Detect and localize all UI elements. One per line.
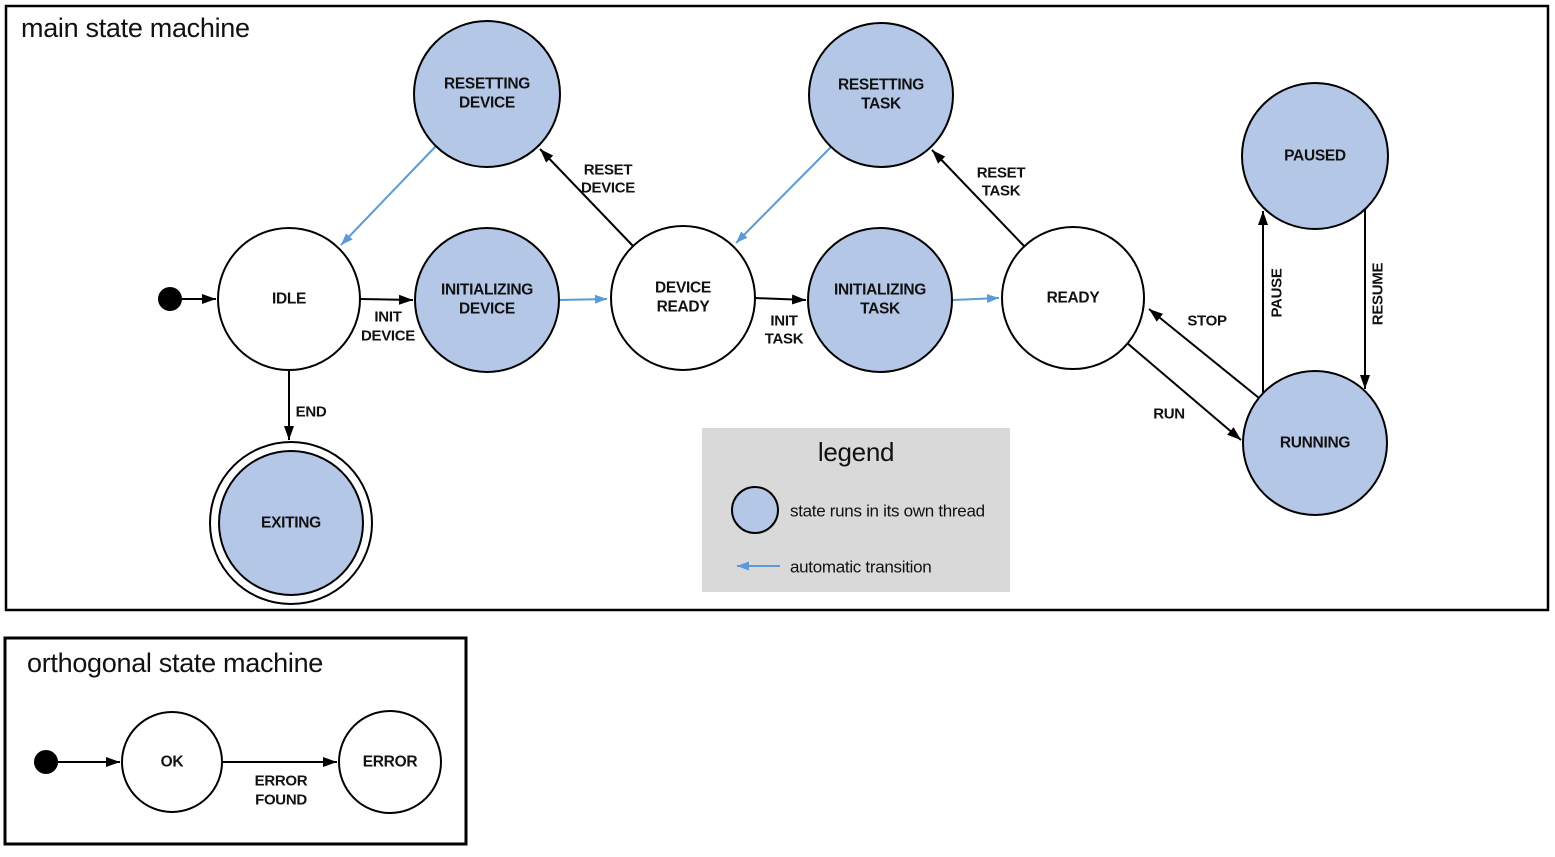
- state-paused-label: PAUSED: [1284, 148, 1346, 165]
- state-running: RUNNING: [1242, 370, 1388, 516]
- main-panel-border: [4, 4, 1550, 612]
- state-paused-circle: [1241, 82, 1389, 230]
- state-resetting-task-label-1: RESETTING: [838, 77, 924, 94]
- edge-label-init-device-2: DEVICE: [361, 328, 415, 345]
- state-ready-label: READY: [1047, 290, 1101, 307]
- edge-label-reset-task-2: TASK: [982, 183, 1021, 200]
- edge-auto-to-idle: [340, 145, 437, 246]
- state-device-ready-label-2: READY: [657, 299, 711, 316]
- edge-init-device: [359, 294, 414, 305]
- initial-state-dot: [158, 287, 182, 311]
- edge-label-run: RUN: [1153, 406, 1185, 423]
- state-ok-label: OK: [161, 754, 185, 771]
- state-initializing-device-label-2: DEVICE: [459, 301, 515, 318]
- edge-auto-to-device-ready-2: [735, 146, 832, 244]
- orthogonal-panel-title: orthogonal state machine: [27, 648, 323, 678]
- main-state-machine-panel: main state machine INIT DEVICE RESET DEV…: [4, 4, 1550, 612]
- state-exiting-label: EXITING: [261, 515, 321, 532]
- state-resetting-device-label-1: RESETTING: [444, 76, 530, 93]
- legend-threaded-state-icon: [731, 486, 779, 534]
- legend: legend state runs in its own thread auto…: [702, 428, 1010, 592]
- state-exiting-circle: [218, 450, 364, 596]
- legend-auto-label: automatic transition: [790, 558, 931, 577]
- edge-auto-to-ready: [952, 294, 1000, 304]
- state-resetting-task: RESETTING TASK: [808, 22, 954, 168]
- state-initializing-task: INITIALIZING TASK: [807, 227, 953, 373]
- state-running-circle: [1242, 370, 1388, 516]
- state-initializing-task-label-2: TASK: [860, 301, 901, 318]
- state-initializing-task-label-1: INITIALIZING: [834, 282, 926, 299]
- legend-title: legend: [818, 437, 894, 467]
- state-idle-circle: [217, 227, 361, 371]
- edge-reset-task: [931, 149, 1025, 247]
- state-resetting-device-label-2: DEVICE: [459, 95, 515, 112]
- orthogonal-state-machine-panel: orthogonal state machine OK ERROR FOUND …: [3, 636, 468, 846]
- edge-label-stop: STOP: [1187, 313, 1227, 330]
- main-transitions: INIT DEVICE RESET DEVICE INIT TASK RESET…: [182, 145, 1387, 441]
- state-idle: IDLE: [217, 227, 361, 371]
- state-error: ERROR: [338, 710, 442, 814]
- edge-auto-to-device-ready: [558, 294, 608, 304]
- state-initializing-device: INITIALIZING DEVICE: [414, 227, 560, 373]
- state-error-label: ERROR: [363, 754, 418, 771]
- edge-label-end: END: [296, 404, 327, 421]
- edge-label-reset-task-1: RESET: [977, 165, 1026, 182]
- state-ok: OK: [121, 711, 223, 813]
- edge-label-error-found-1: ERROR: [255, 773, 308, 790]
- edge-label-error-found-2: FOUND: [255, 792, 307, 809]
- main-panel-title: main state machine: [21, 13, 250, 43]
- state-resetting-device-circle: [413, 20, 561, 168]
- state-paused: PAUSED: [1241, 82, 1389, 230]
- state-initializing-device-circle: [414, 227, 560, 373]
- state-device-ready: DEVICE READY: [610, 225, 756, 371]
- state-idle-label: IDLE: [272, 291, 306, 308]
- edge-label-reset-device-1: RESET: [584, 162, 633, 179]
- state-initializing-task-circle: [807, 227, 953, 373]
- state-exiting-final: EXITING: [209, 441, 373, 605]
- state-resetting-device: RESETTING DEVICE: [413, 20, 561, 168]
- state-ready: READY: [1001, 226, 1145, 370]
- orthogonal-initial-state-dot: [34, 750, 58, 774]
- edge-label-init-task-2: TASK: [765, 331, 804, 348]
- orthogonal-panel-border: [3, 636, 468, 846]
- edge-label-reset-device-2: DEVICE: [581, 180, 635, 197]
- edge-stop: [1148, 308, 1260, 399]
- edge-init-task: [754, 294, 807, 305]
- state-running-label: RUNNING: [1280, 435, 1350, 452]
- state-resetting-task-label-2: TASK: [861, 96, 902, 113]
- legend-threaded-label: state runs in its own thread: [790, 502, 985, 521]
- state-error-circle: [338, 710, 442, 814]
- state-initializing-device-label-1: INITIALIZING: [441, 282, 533, 299]
- state-ready-circle: [1001, 226, 1145, 370]
- edge-label-pause: PAUSE: [1269, 268, 1286, 317]
- edge-label-init-task-1: INIT: [770, 313, 797, 330]
- edge-label-resume: RESUME: [1370, 263, 1387, 326]
- state-resetting-task-circle: [808, 22, 954, 168]
- state-device-ready-circle: [610, 225, 756, 371]
- edge-label-init-device-1: INIT: [374, 309, 401, 326]
- edge-reset-device: [539, 148, 634, 247]
- main-states: IDLE RESETTING DEVICE INITIALIZING DEVIC…: [158, 20, 1389, 605]
- edge-run: [1126, 342, 1242, 441]
- state-device-ready-label-1: DEVICE: [655, 280, 711, 297]
